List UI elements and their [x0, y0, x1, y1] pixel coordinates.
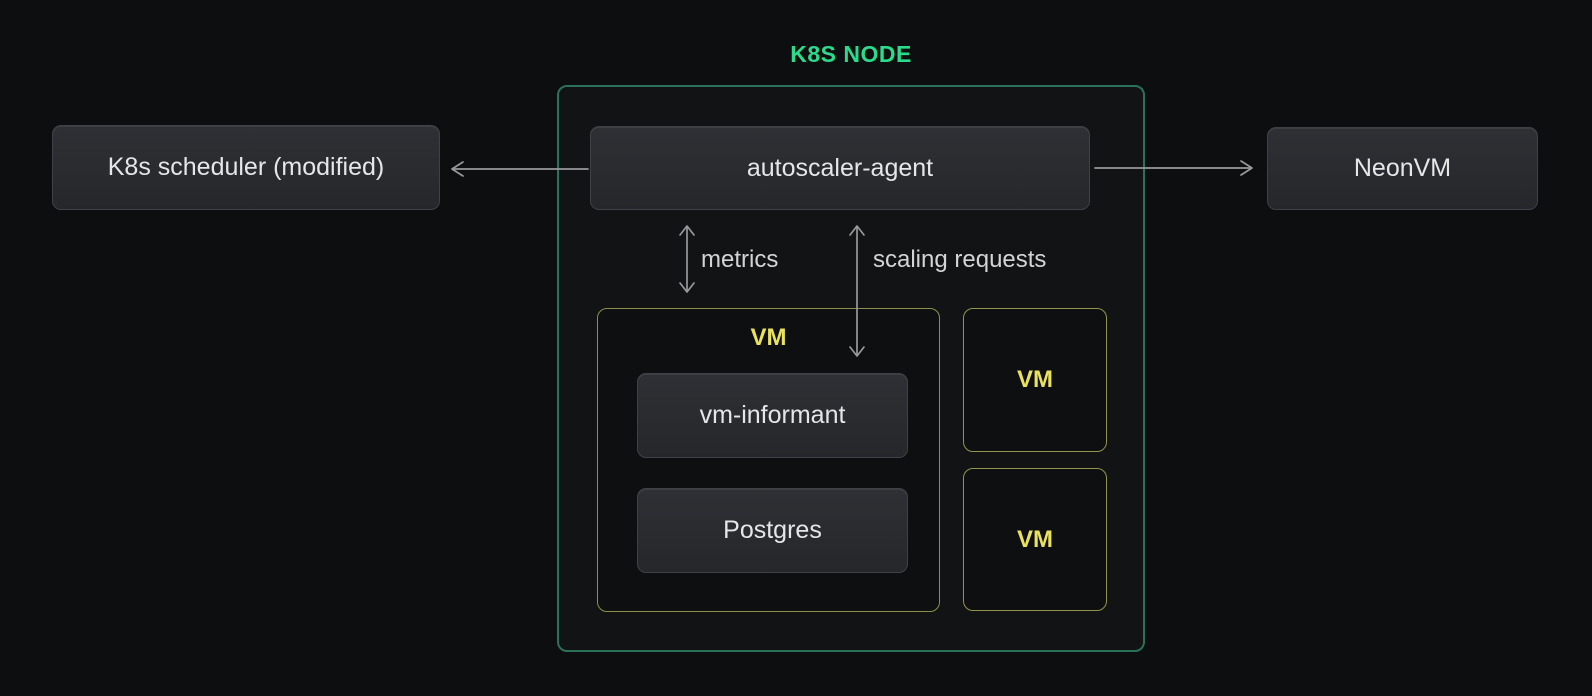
autoscaler-agent-box: autoscaler-agent: [590, 126, 1090, 210]
vm-small-2-label: VM: [1017, 525, 1053, 553]
k8s-node-title: K8S NODE: [790, 41, 912, 67]
k8s-scheduler-label: K8s scheduler (modified): [107, 153, 385, 181]
scaling-requests-edge-label: scaling requests: [873, 246, 1047, 273]
k8s-scheduler-box: K8s scheduler (modified): [52, 125, 440, 210]
postgres-box: Postgres: [637, 488, 908, 573]
vm-informant-box: vm-informant: [637, 373, 908, 458]
vm-small-box-2: VM: [963, 468, 1107, 611]
arrow-agent-to-neonvm-icon: [1094, 160, 1253, 176]
postgres-label: Postgres: [723, 516, 822, 544]
autoscaler-agent-label: autoscaler-agent: [746, 153, 934, 182]
vm-small-1-label: VM: [1017, 366, 1053, 393]
neonvm-box: NeonVM: [1267, 127, 1538, 210]
vm-informant-label: vm-informant: [699, 401, 846, 429]
vm-small-box-1: VM: [963, 308, 1107, 452]
vm-main-label: VM: [750, 324, 787, 351]
metrics-double-arrow-icon: [679, 225, 695, 293]
neonvm-label: NeonVM: [1353, 154, 1452, 182]
arrow-agent-to-scheduler-icon: [451, 161, 589, 177]
scaling-requests-double-arrow-icon: [849, 225, 865, 357]
metrics-edge-label: metrics: [701, 246, 779, 273]
